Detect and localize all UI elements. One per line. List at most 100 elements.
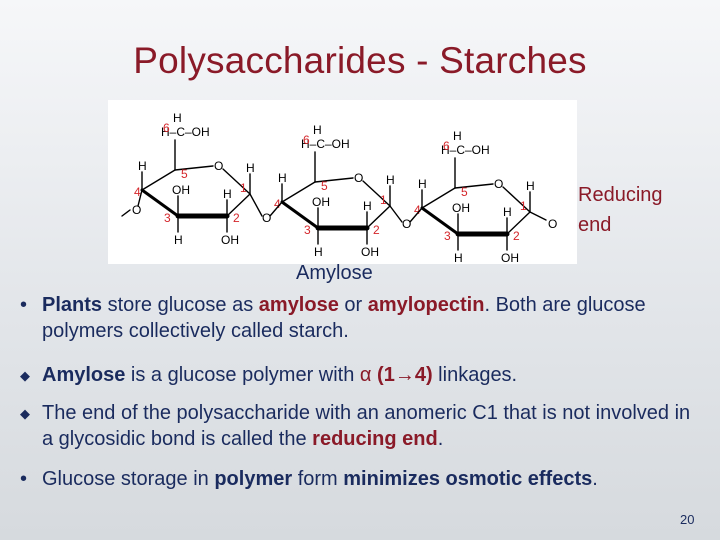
hydroxyl-label: OH [361,245,379,259]
bond-line [506,211,531,235]
carbon-number-6: 6 [163,121,170,135]
glycosidic-oxygen-label: O [402,217,411,231]
bond-line [226,193,251,217]
bullet-text-segment: Plants [42,294,103,316]
carbon-number-3: 3 [444,229,451,243]
bullet-item: ◆Amylose is a glucose polymer with α (1→… [20,362,700,388]
carbon-number-5: 5 [181,167,188,181]
hydroxyl-label: OH [312,195,330,209]
bullet-text-segment: Glucose storage in [42,468,215,490]
atom-label: H [278,171,287,185]
atom-label: H [453,129,462,143]
carbon-number-1: 1 [520,199,527,213]
bullet-text: Amylose is a glucose polymer with α (1→4… [20,362,700,388]
bond-line [421,187,456,209]
hydroxyl-label: OH [501,251,519,264]
c6-group-label: H–C–OH [301,137,350,151]
bond-line [269,201,283,217]
bullet-item: ◆ The end of the polysaccharide with an a… [20,400,700,452]
bullet-text-segment: Amylose [42,364,126,386]
atom-label: H [526,179,535,193]
carbon-number-4: 4 [134,185,141,199]
bullet-text: The end of the polysaccharide with an an… [20,400,700,452]
atom-label: H [386,173,395,187]
bond-line [502,186,531,213]
slide-title: Polysaccharides - Starches [133,40,587,81]
bullet-text-segment: 4) [414,364,433,386]
terminal-oxygen-label: O [132,203,141,217]
figure-caption: Amylose [296,262,373,284]
glycosidic-oxygen-label: O [262,211,271,225]
bullet-text: Plants store glucose as amylose or amylo… [20,292,700,344]
reducing-end-callout: Reducing end [578,180,663,240]
reducing-end-callout-line1: Reducing [578,184,663,206]
bullet-text-segment: → [394,364,415,386]
carbon-number-2: 2 [233,211,240,225]
bullet-text-segment: linkages. [432,364,518,386]
hydroxyl-label: OH [172,183,190,197]
carbon-number-6: 6 [443,139,450,153]
bullet-marker: • [20,294,28,316]
bullet-text-segment: store glucose as [102,294,259,316]
bond-line [281,181,316,203]
bullet-text-segment: minimizes osmotic effects [343,468,593,490]
hydroxyl-label: OH [221,233,239,247]
ring-bond [420,206,460,236]
bullet-text-segment: is a glucose polymer with [125,364,360,386]
bond-line [137,189,143,207]
ring-bond [140,188,180,218]
carbon-number-4: 4 [414,203,421,217]
ring-bond [280,200,320,230]
bullet-marker: ◆ [20,369,30,384]
carbon-number-3: 3 [304,223,311,237]
bullet-item: •Glucose storage in polymer form minimiz… [20,466,700,492]
atom-label: H [173,111,182,125]
bullet-text-segment: . [437,428,444,450]
ring-oxygen-label: O [494,177,503,191]
atom-label: H [363,199,372,213]
bond-line [409,207,423,223]
hydroxyl-label: OH [452,201,470,215]
atom-label: H [503,205,512,219]
bullet-text-segment: amylose [258,294,339,316]
bullet-text-segment: amylopectin [367,294,485,316]
atom-label: H [454,251,463,264]
atom-label: H [174,233,183,247]
carbon-number-5: 5 [461,185,468,199]
bullet-text-segment: reducing end [312,428,438,450]
atom-label: H [138,159,147,173]
atom-label: H [223,187,232,201]
carbon-number-5: 5 [321,179,328,193]
atom-label: H [246,161,255,175]
reducing-end-callout-line2: end [578,214,612,236]
bullet-text-segment: or [338,294,368,316]
bullet-text-segment: (1 [371,364,395,386]
carbon-number-1: 1 [380,193,387,207]
bond-line [314,177,354,183]
ring-oxygen-label: O [354,171,363,185]
carbon-number-3: 3 [164,211,171,225]
c6-group-label: H–C–OH [161,125,210,139]
atom-label: H [314,245,323,259]
bond-line [141,169,176,191]
atom-label: H [313,123,322,137]
carbon-number-1: 1 [240,181,247,195]
bond-line [249,193,263,217]
bullet-text-segment: The end of the polysaccharide with an an… [42,402,691,450]
reducing-end-oxygen-label: O [548,217,557,231]
bullet-text-segment: form [292,468,344,490]
ring-oxygen-label: O [214,159,223,173]
carbon-number-4: 4 [274,197,281,211]
atom-label: H [418,177,427,191]
bond-line [362,180,391,207]
bullet-marker: ◆ [20,407,30,422]
bullet-marker: • [20,468,28,490]
bond-line [121,209,131,217]
bond-line [454,183,494,189]
c6-group-label: H–C–OH [441,143,490,157]
carbon-number-6: 6 [303,133,310,147]
bullet-text-segment: . [592,468,598,490]
bond-line [222,168,251,195]
